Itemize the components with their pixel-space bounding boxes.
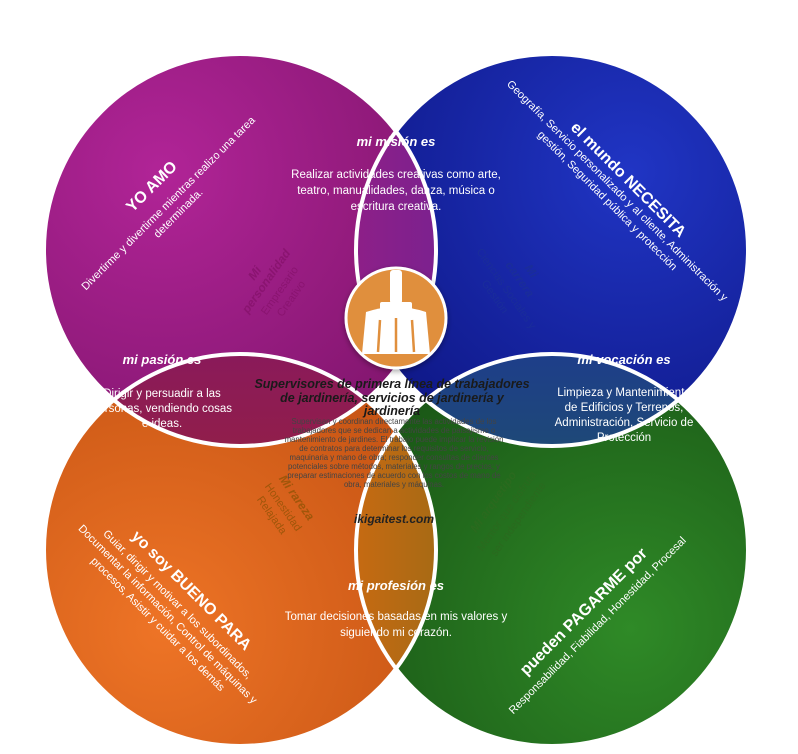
profesion-line-2: siguiendo mi corazón. [340, 627, 452, 639]
vocacion-line-4: Protección [597, 432, 651, 444]
profesion-title: mi profesión es [348, 578, 444, 593]
site-url[interactable]: ikigaitest.com [354, 512, 434, 526]
vocacion-title: mi vocación es [577, 352, 670, 367]
center-desc-line-2: trabajadores que se dedican a actividade… [293, 426, 496, 435]
label-rareza: Mi rareza Honestidad Relajada [254, 472, 318, 537]
mision-line-1: Realizar actividades creativas como arte… [291, 169, 501, 181]
vocacion-line-3: Administración, Servicio de [555, 417, 694, 429]
outer-circles [44, 54, 748, 746]
profesion-line-1: Tomar decisiones basadas en mis valores … [285, 611, 508, 623]
mision-line-3: escritura creativa. [351, 201, 442, 213]
circle-yo-amo [44, 54, 436, 446]
pasion-title: mi pasión es [123, 352, 202, 367]
center-desc-line-4: de contratos para determinar los requisi… [299, 444, 488, 453]
center-desc-line-7: preparar estimaciones de acuerdo con los… [287, 471, 500, 480]
pasion-line-2: personas, vendiendo cosas [92, 403, 232, 415]
circle-el-mundo-necesita [356, 54, 748, 446]
mision-line-2: teatro, manualidades, danza, música o [297, 185, 495, 197]
center-title-line-2: de jardinería, servicios de jardinería y [280, 391, 505, 405]
center-desc-line-3: mantenimiento de jardines. El trabajo pu… [285, 435, 504, 444]
circle-pueden-pagarme-por [356, 354, 748, 746]
label-vocacion: mi vocación es Limpieza y Mantenimiento … [555, 352, 694, 444]
label-profesion: mi profesión es Tomar decisiones basadas… [285, 578, 508, 639]
circle-outlines [42, 52, 750, 748]
pasion-line-1: Dirigir y persuadir a las [103, 388, 221, 400]
circle-yo-soy-bueno-para [44, 354, 436, 746]
center-desc-line-8: obra, materiales y máquinas. [344, 480, 444, 489]
label-carrera: Mi carrera Ciencias Sociales y Gestión [474, 246, 542, 331]
vocacion-line-1: Limpieza y Mantenimiento [557, 387, 691, 399]
label-pasion: mi pasión es Dirigir y persuadir a las p… [92, 352, 232, 430]
label-mision: mi misión es Realizar actividades creati… [291, 134, 501, 213]
pasion-line-3: e ideas. [142, 418, 182, 430]
center-title-line-1: Supervisores de primera línea de trabaja… [254, 377, 529, 391]
center-desc-line-6: potenciales sobre métodos, materiales y … [288, 462, 500, 471]
broom-icon [344, 266, 448, 370]
center-desc-line-1: Supervisan y coordinan directamente las … [292, 417, 497, 426]
center-content: Supervisores de primera línea de trabaja… [254, 377, 529, 526]
center-title-line-3: jardinería [362, 404, 420, 418]
vocacion-line-2: de Edificios y Terrenos, [565, 402, 684, 414]
mision-title: mi misión es [357, 134, 436, 149]
center-desc-line-5: maquinaria y mano de obra; responder con… [290, 453, 499, 462]
